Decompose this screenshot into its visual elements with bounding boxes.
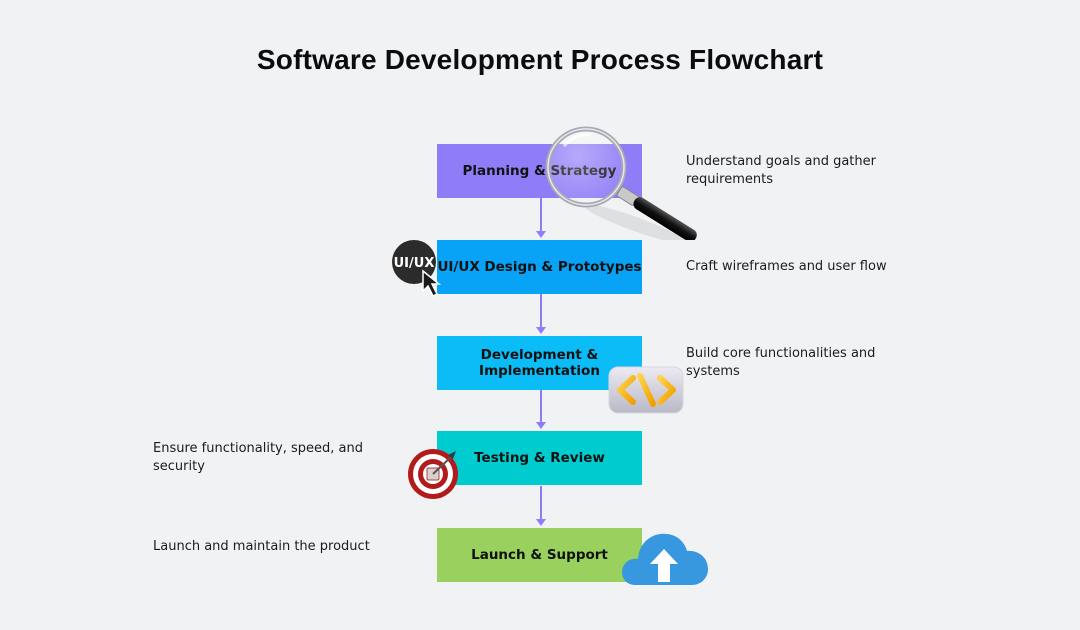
ui-ux-cursor-icon: UI/UX: [392, 240, 442, 298]
step-launch: Launch & Support: [437, 528, 642, 582]
step-development: Development & Implementation: [437, 336, 642, 390]
step-label: Development & Implementation: [479, 347, 600, 379]
step-description: Build core functionalities and systems: [686, 346, 876, 379]
target-dart-icon: [408, 449, 458, 499]
magnifying-glass-icon: [545, 126, 697, 240]
connector-arrow: [536, 390, 546, 429]
ui-ux-icon-text: UI/UX: [394, 256, 435, 271]
step-label: Launch & Support: [471, 547, 608, 563]
step-description: Craft wireframes and user flow: [686, 259, 887, 274]
step-description: Ensure functionality, speed, and securit…: [153, 441, 363, 474]
step-description: Understand goals and gather requirements: [686, 154, 876, 187]
step-testing: Testing & Review: [437, 431, 642, 485]
code-brackets-icon: [608, 366, 684, 414]
step-label: Testing & Review: [474, 450, 605, 466]
step-description: Launch and maintain the product: [153, 539, 370, 554]
connector-arrow: [536, 294, 546, 334]
page-title: Software Development Process Flowchart: [256, 44, 824, 75]
step-label: UI/UX Design & Prototypes: [437, 259, 642, 275]
cloud-upload-icon: [622, 533, 708, 585]
connector-arrow: [536, 198, 546, 238]
step-design: UI/UX Design & Prototypes: [437, 240, 642, 294]
connector-arrow: [536, 486, 546, 526]
